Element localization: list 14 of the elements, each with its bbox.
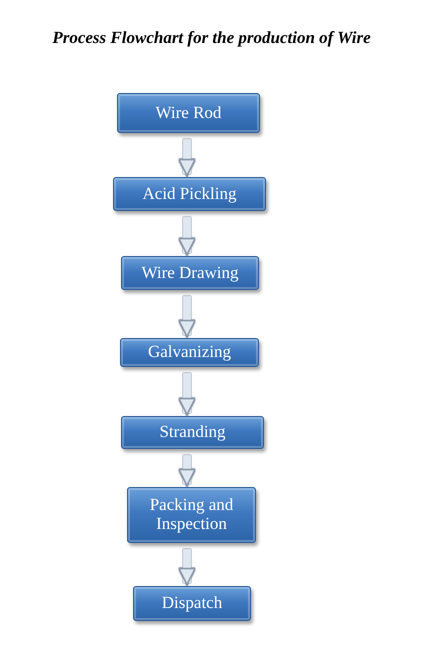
process-box: Stranding <box>121 416 264 449</box>
process-box: Wire Rod <box>117 93 260 133</box>
arrow <box>178 139 196 176</box>
arrow <box>178 455 196 486</box>
arrow <box>178 549 196 586</box>
arrow <box>178 296 196 338</box>
process-box: Acid Pickling <box>113 177 266 211</box>
arrow <box>178 373 196 416</box>
title: Process Flowchart for the production of Wire <box>51 28 372 48</box>
process-box: Wire Drawing <box>121 256 259 290</box>
arrow <box>178 217 196 256</box>
process-box: Galvanizing <box>120 338 259 367</box>
process-box: Dispatch <box>133 586 251 621</box>
process-box: Packing and Inspection <box>127 487 256 543</box>
